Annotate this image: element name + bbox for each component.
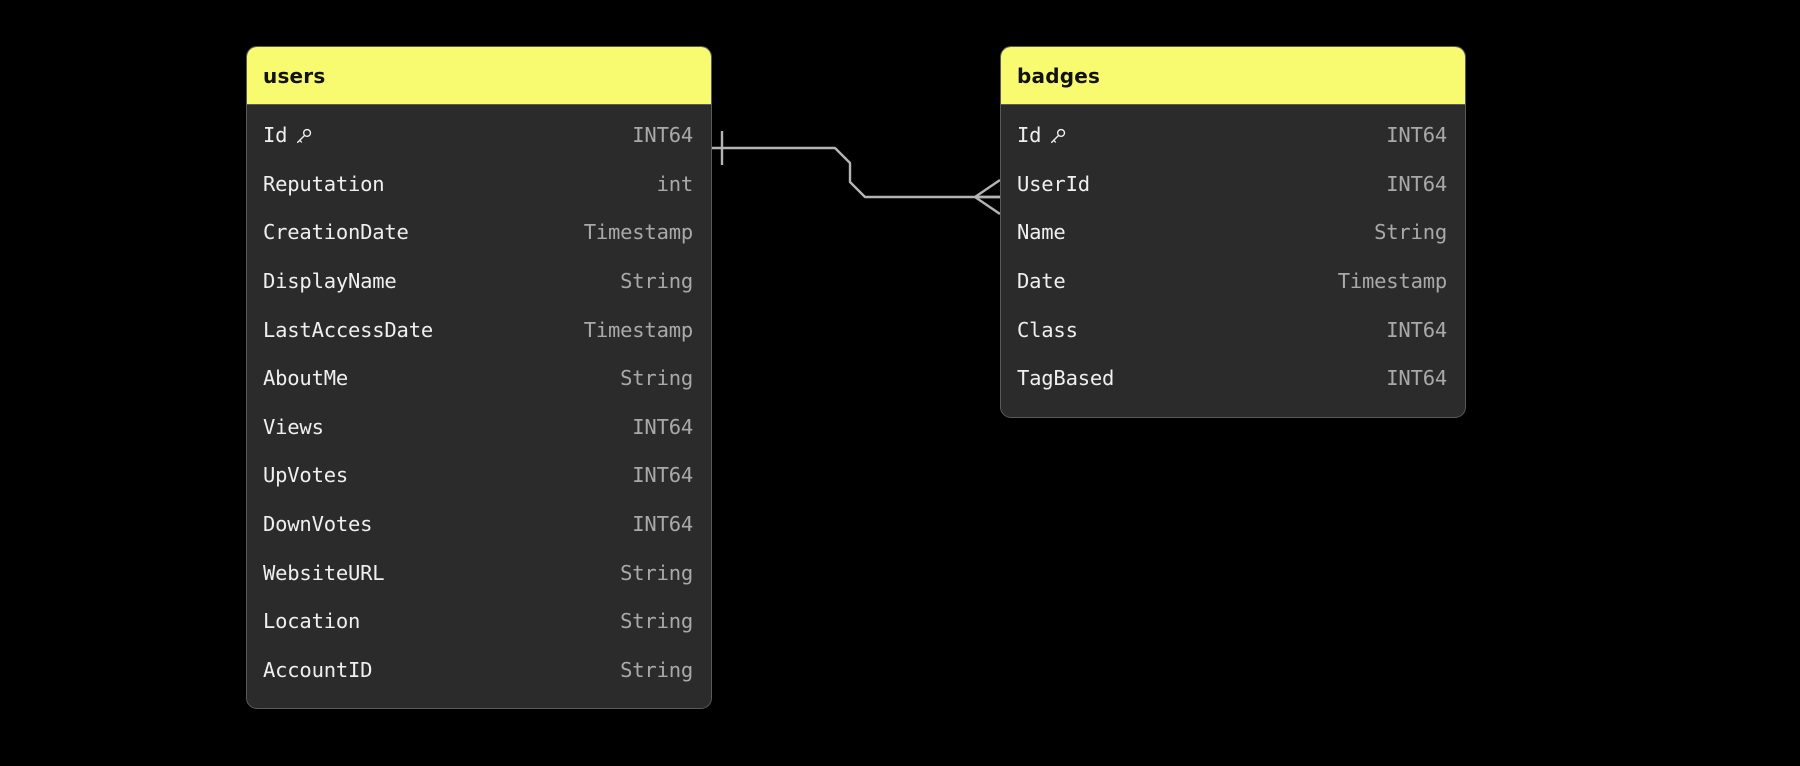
field-name-group: DownVotes — [263, 512, 372, 536]
field-row[interactable]: UpVotes INT64 — [247, 451, 711, 500]
field-name: CreationDate — [263, 220, 409, 245]
field-name-group: LastAccessDate — [263, 318, 433, 342]
field-name: WebsiteURL — [263, 560, 385, 585]
field-row[interactable]: Class INT64 — [1001, 305, 1465, 354]
relationship-line — [712, 146, 1000, 199]
field-name: AccountID — [263, 657, 373, 682]
field-type: String — [620, 609, 693, 634]
field-name: DisplayName — [263, 269, 397, 294]
entity-header-users[interactable]: users — [247, 47, 711, 105]
field-name-group: Views — [263, 415, 324, 439]
field-name-group: TagBased — [1017, 366, 1114, 390]
field-row[interactable]: Reputation int — [247, 160, 711, 209]
field-name-group: AboutMe — [263, 366, 348, 390]
field-name: AboutMe — [263, 366, 348, 391]
field-type: Timestamp — [583, 220, 693, 245]
field-row[interactable]: Views INT64 — [247, 403, 711, 452]
field-name-group: Class — [1017, 318, 1078, 342]
field-type: Timestamp — [1337, 269, 1447, 294]
field-row[interactable]: TagBased INT64 — [1001, 354, 1465, 403]
entity-title: users — [263, 63, 326, 88]
field-name: Location — [263, 609, 361, 634]
field-row[interactable]: WebsiteURL String — [247, 548, 711, 597]
field-type: INT64 — [1386, 123, 1447, 148]
field-type: INT64 — [632, 512, 693, 537]
field-row[interactable]: Date Timestamp — [1001, 257, 1465, 306]
field-type: INT64 — [632, 414, 693, 439]
field-name: LastAccessDate — [263, 317, 433, 342]
field-name-group: DisplayName — [263, 269, 397, 293]
entity-title: badges — [1017, 63, 1101, 88]
field-row[interactable]: CreationDate Timestamp — [247, 208, 711, 257]
field-type: String — [1374, 220, 1447, 245]
cardinality-many-marker — [974, 179, 1001, 215]
field-name: Reputation — [263, 171, 385, 196]
field-row[interactable]: DisplayName String — [247, 257, 711, 306]
field-type: String — [620, 366, 693, 391]
field-row[interactable]: Id INT64 — [247, 111, 711, 160]
field-row[interactable]: LastAccessDate Timestamp — [247, 305, 711, 354]
entity-header-badges[interactable]: badges — [1001, 47, 1465, 105]
field-name-group: Name — [1017, 220, 1066, 244]
field-name: UpVotes — [263, 463, 348, 488]
key-icon — [1048, 127, 1067, 146]
field-name-group: WebsiteURL — [263, 560, 385, 585]
field-name: UserId — [1017, 171, 1090, 196]
field-name-group: Location — [263, 609, 360, 633]
field-type: INT64 — [632, 463, 693, 488]
field-row[interactable]: UserId INT64 — [1001, 160, 1465, 209]
field-name-group: CreationDate — [263, 220, 409, 244]
field-type: int — [656, 171, 694, 196]
field-type: INT64 — [1386, 171, 1447, 196]
field-row[interactable]: AccountID String — [247, 646, 711, 695]
field-row[interactable]: Id INT64 — [1001, 111, 1465, 160]
field-name-group: Id — [1017, 123, 1067, 147]
field-row[interactable]: DownVotes INT64 — [247, 500, 711, 549]
field-name-group: AccountID — [263, 658, 372, 682]
field-name: TagBased — [1017, 366, 1115, 391]
field-name: DownVotes — [263, 512, 373, 537]
field-name-group: UserId — [1017, 172, 1090, 196]
field-name: Views — [263, 414, 324, 439]
field-name-group: Reputation — [263, 171, 385, 196]
field-name: Class — [1017, 317, 1078, 342]
field-name: Name — [1017, 220, 1066, 245]
field-type: String — [620, 657, 693, 682]
field-row[interactable]: AboutMe String — [247, 354, 711, 403]
field-type: String — [620, 269, 693, 294]
field-name-group: Date — [1017, 269, 1066, 293]
field-row[interactable]: Name String — [1001, 208, 1465, 257]
field-type: INT64 — [1386, 366, 1447, 391]
field-type: Timestamp — [583, 317, 693, 342]
field-name: Id — [1017, 123, 1042, 148]
key-icon — [294, 127, 313, 146]
field-name-group: Id — [263, 123, 313, 147]
field-type: String — [620, 560, 693, 585]
relationship-users-to-badges[interactable] — [712, 131, 1001, 215]
field-name: Id — [263, 123, 288, 148]
field-name-group: UpVotes — [263, 463, 348, 487]
field-type: INT64 — [632, 123, 693, 148]
field-name: Date — [1017, 269, 1066, 294]
field-type: INT64 — [1386, 317, 1447, 342]
field-row[interactable]: Location String — [247, 597, 711, 646]
